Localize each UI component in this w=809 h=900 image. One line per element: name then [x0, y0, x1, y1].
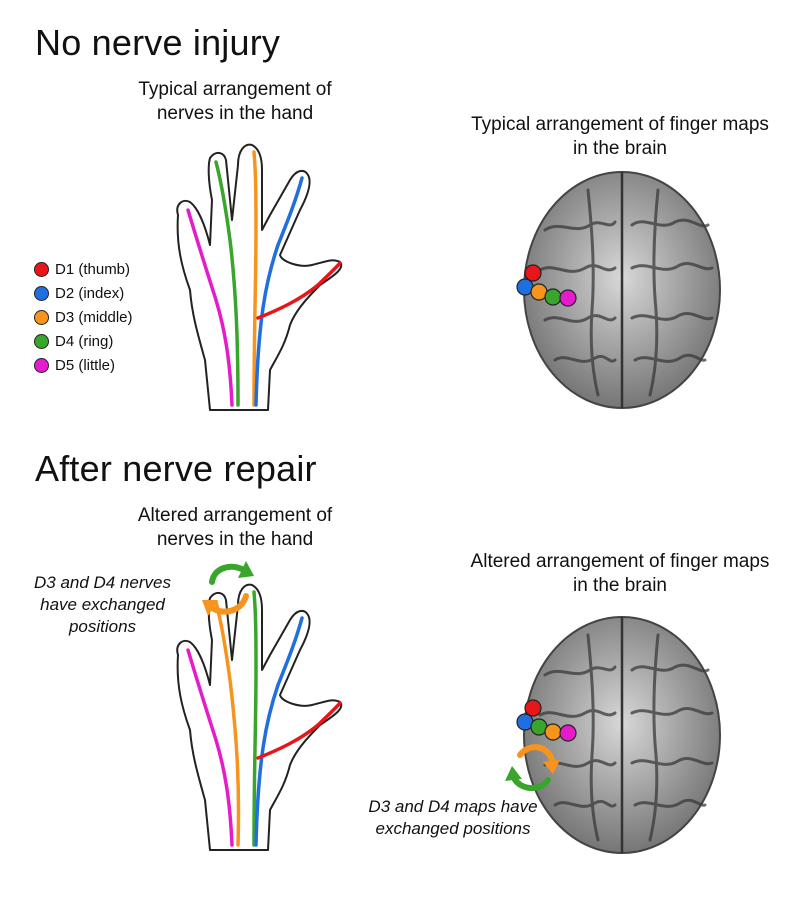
brain-caption-typical: Typical arrangement of finger maps in th…: [470, 113, 770, 161]
hand-nerves: [186, 590, 342, 847]
hand-caption-text: Altered arrangement of nerves in the han…: [137, 505, 333, 550]
legend-item-d1: D1 (thumb): [34, 257, 133, 281]
hand-illustration-altered: [176, 561, 343, 851]
hand-nerves: [186, 150, 342, 407]
nerve-d2: [254, 176, 304, 407]
legend-label: D5 (little): [55, 356, 116, 374]
exchange-arrow-green-icon: [209, 563, 247, 585]
exchange-arrow-orange-icon: [209, 593, 249, 615]
brain-caption-text: Typical arrangement of finger maps in th…: [471, 114, 769, 159]
legend: D1 (thumb) D2 (index) D3 (middle) D4 (ri…: [34, 257, 133, 377]
arrowhead-orange-icon: [202, 600, 218, 616]
brain-note: D3 and D4 maps have exchanged positions: [368, 796, 538, 840]
nerve-d5: [186, 208, 234, 407]
hand-note: D3 and D4 nerves have exchanged position…: [20, 572, 185, 638]
map-d1: [524, 699, 542, 717]
legend-item-d5: D5 (little): [34, 353, 133, 377]
arrowhead-green-icon: [238, 561, 254, 578]
brain-shape: [523, 616, 721, 854]
legend-swatch: [34, 285, 49, 301]
brain-caption-text: Altered arrangement of finger maps in th…: [470, 551, 770, 596]
legend-label: D4 (ring): [55, 332, 114, 350]
brain-caption-altered: Altered arrangement of finger maps in th…: [465, 550, 775, 598]
brain-shape: [523, 171, 721, 409]
map-d1: [524, 264, 542, 282]
nerve-d1: [256, 261, 342, 320]
nerve-d2: [254, 616, 304, 847]
legend-swatch: [34, 333, 49, 349]
map-d5: [559, 724, 577, 742]
hand-caption-typical: Typical arrangement of nerves in the han…: [110, 78, 360, 126]
exchange-arrows-brain: [505, 744, 560, 791]
section-title-no-injury: No nerve injury: [35, 22, 281, 63]
map-d4: [544, 288, 562, 306]
section-title-after-repair: After nerve repair: [35, 448, 317, 489]
nerve-d4: [214, 160, 240, 407]
legend-swatch: [34, 309, 49, 325]
arrowhead-green-icon: [505, 766, 522, 781]
nerve-d1: [256, 701, 342, 760]
legend-label: D3 (middle): [55, 308, 133, 326]
nerve-d4: [252, 590, 258, 847]
exchange-arrows-hand: [202, 561, 254, 616]
brain-note-text: D3 and D4 maps have exchanged positions: [368, 797, 538, 838]
hand-outline: [176, 583, 343, 851]
map-d3: [544, 723, 562, 741]
hand-note-text: D3 and D4 nerves have exchanged position…: [33, 573, 172, 636]
map-d5: [559, 289, 577, 307]
arrowhead-orange-icon: [543, 760, 560, 774]
brain-illustration-altered: [505, 616, 721, 854]
hand-caption-text: Typical arrangement of nerves in the han…: [138, 79, 332, 124]
hand-caption-altered: Altered arrangement of nerves in the han…: [110, 504, 360, 552]
hand-outline: [176, 143, 343, 411]
nerve-d3: [214, 600, 241, 847]
nerve-d5: [186, 648, 234, 847]
legend-swatch: [34, 357, 49, 373]
exchange-arrow-green-icon: [511, 775, 551, 791]
finger-maps-altered: [516, 699, 577, 742]
legend-item-d3: D3 (middle): [34, 305, 133, 329]
legend-label: D1 (thumb): [55, 260, 131, 278]
legend-swatch: [34, 261, 49, 277]
legend-item-d4: D4 (ring): [34, 329, 133, 353]
nerve-d3: [252, 150, 258, 407]
finger-maps-typical: [516, 264, 577, 307]
legend-label: D2 (index): [55, 284, 125, 302]
legend-item-d2: D2 (index): [34, 281, 133, 305]
exchange-arrow-orange-icon: [517, 744, 555, 763]
